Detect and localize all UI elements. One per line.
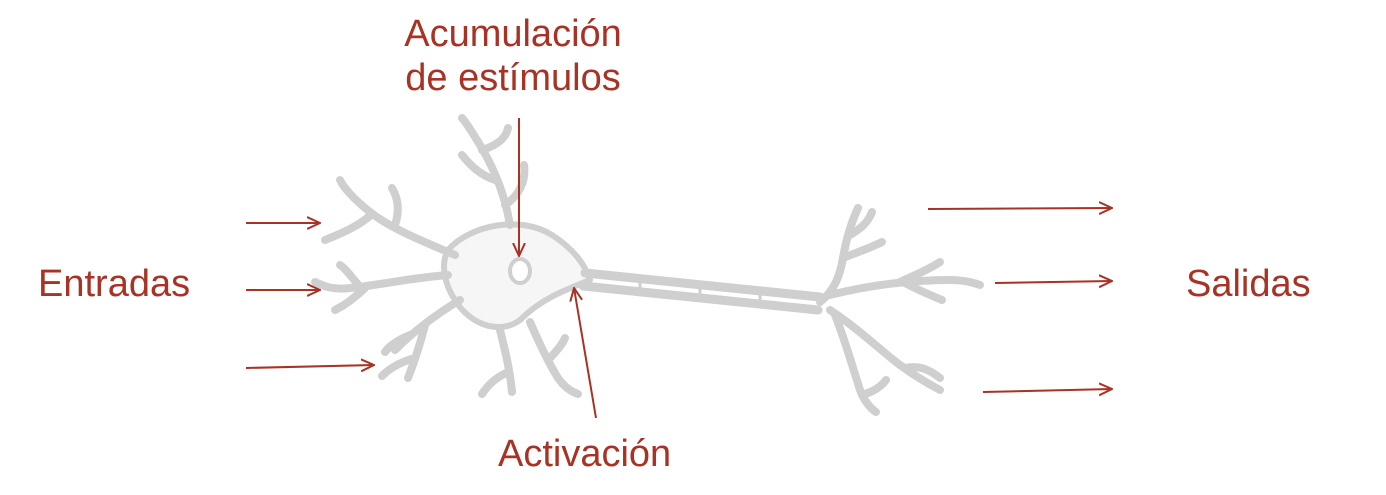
- lower-dendrites: [478, 318, 582, 398]
- left-dendrites: [311, 176, 464, 382]
- axon: [578, 268, 825, 315]
- accumulation-label-line2: de estímulos: [405, 57, 621, 99]
- arrow-output-2: [994, 281, 1112, 283]
- neuron-nucleus: [508, 257, 532, 285]
- arrow-output-3: [982, 389, 1112, 392]
- arrow-input-3: [245, 365, 374, 368]
- neuron-illustration: [311, 114, 984, 416]
- arrow-activation: [574, 288, 597, 419]
- arrows: [245, 118, 1112, 419]
- outputs-label: Salidas: [1186, 263, 1311, 305]
- arrow-output-1: [927, 208, 1112, 209]
- upper-dendrites: [458, 114, 529, 229]
- accumulation-label: Acumulación de estímulos: [380, 12, 646, 100]
- accumulation-label-line1: Acumulación: [404, 13, 622, 55]
- activation-label: Activación: [498, 433, 672, 475]
- inputs-label: Entradas: [38, 263, 191, 305]
- axon-terminals: [816, 204, 984, 416]
